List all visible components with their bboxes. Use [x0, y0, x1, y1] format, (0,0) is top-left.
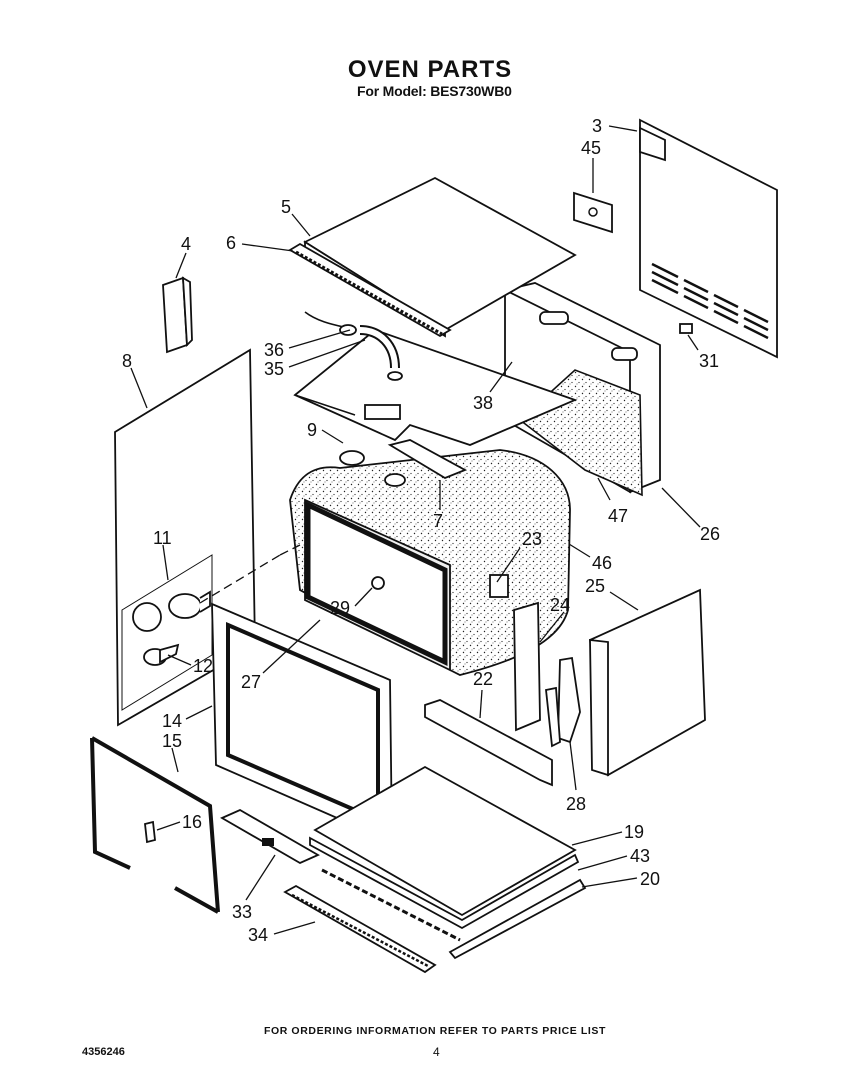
callout-43: 43	[630, 846, 650, 866]
part-45-bracket	[573, 191, 613, 234]
callout-35: 35	[264, 359, 284, 379]
callout-29: 29	[330, 598, 350, 618]
callout-4: 4	[181, 234, 191, 254]
part-3-rear-panel	[639, 118, 778, 359]
callout-25: 25	[585, 576, 605, 596]
callout-labels: 3 45 5 6 4 36 35 31 8 38 9 7 47 26 11 23…	[122, 116, 720, 945]
callout-27: 27	[241, 672, 261, 692]
callout-7: 7	[433, 511, 443, 531]
part-19-oven-bottom	[309, 765, 587, 960]
callout-46: 46	[592, 553, 612, 573]
model-subtitle: For Model: BES730WB0	[357, 83, 512, 99]
callout-45: 45	[581, 138, 601, 158]
callout-24: 24	[550, 595, 570, 615]
ordering-note: FOR ORDERING INFORMATION REFER TO PARTS …	[263, 1025, 607, 1037]
callout-9: 9	[307, 420, 317, 440]
callout-47: 47	[608, 506, 628, 526]
part-34-vent-strip	[283, 884, 437, 974]
callout-38: 38	[473, 393, 493, 413]
leader-lines	[130, 125, 701, 935]
page-title: OVEN PARTS	[347, 56, 513, 83]
part-6-trim-strip	[288, 242, 452, 338]
part-12-light	[143, 643, 180, 666]
part-31-clip	[679, 323, 693, 334]
callout-31: 31	[699, 351, 719, 371]
part-24-hinge-mount	[513, 601, 541, 732]
callout-33: 33	[232, 902, 252, 922]
callout-15: 15	[162, 731, 182, 751]
callout-8: 8	[122, 351, 132, 371]
callout-12: 12	[193, 656, 213, 676]
part-4-bracket	[162, 276, 193, 354]
part-28-hinge	[545, 656, 581, 748]
page-number: 4	[433, 1045, 440, 1059]
document-number: 4356246	[82, 1046, 125, 1058]
callout-26: 26	[700, 524, 720, 544]
callout-36: 36	[264, 340, 284, 360]
callout-5: 5	[281, 197, 291, 217]
part-7-bracket	[387, 439, 468, 480]
callout-34: 34	[248, 925, 268, 945]
part-46-oven-cavity	[289, 449, 571, 676]
part-15-door-seal	[90, 736, 220, 914]
callout-3: 3	[592, 116, 602, 136]
callout-16: 16	[182, 812, 202, 832]
part-38-top-shield	[293, 328, 578, 446]
callout-11: 11	[153, 528, 172, 548]
callout-19: 19	[624, 822, 644, 842]
part-25-side-shield	[589, 588, 706, 777]
part-16-clip	[144, 820, 156, 844]
callout-6: 6	[226, 233, 236, 253]
callout-22: 22	[473, 669, 493, 689]
part-11-thermostat	[121, 544, 301, 711]
part-33-kick-panel	[220, 808, 320, 865]
callout-14: 14	[162, 711, 182, 731]
callout-28: 28	[566, 794, 586, 814]
callout-20: 20	[640, 869, 660, 889]
part-22-bracket	[424, 699, 553, 787]
callout-23: 23	[522, 529, 542, 549]
